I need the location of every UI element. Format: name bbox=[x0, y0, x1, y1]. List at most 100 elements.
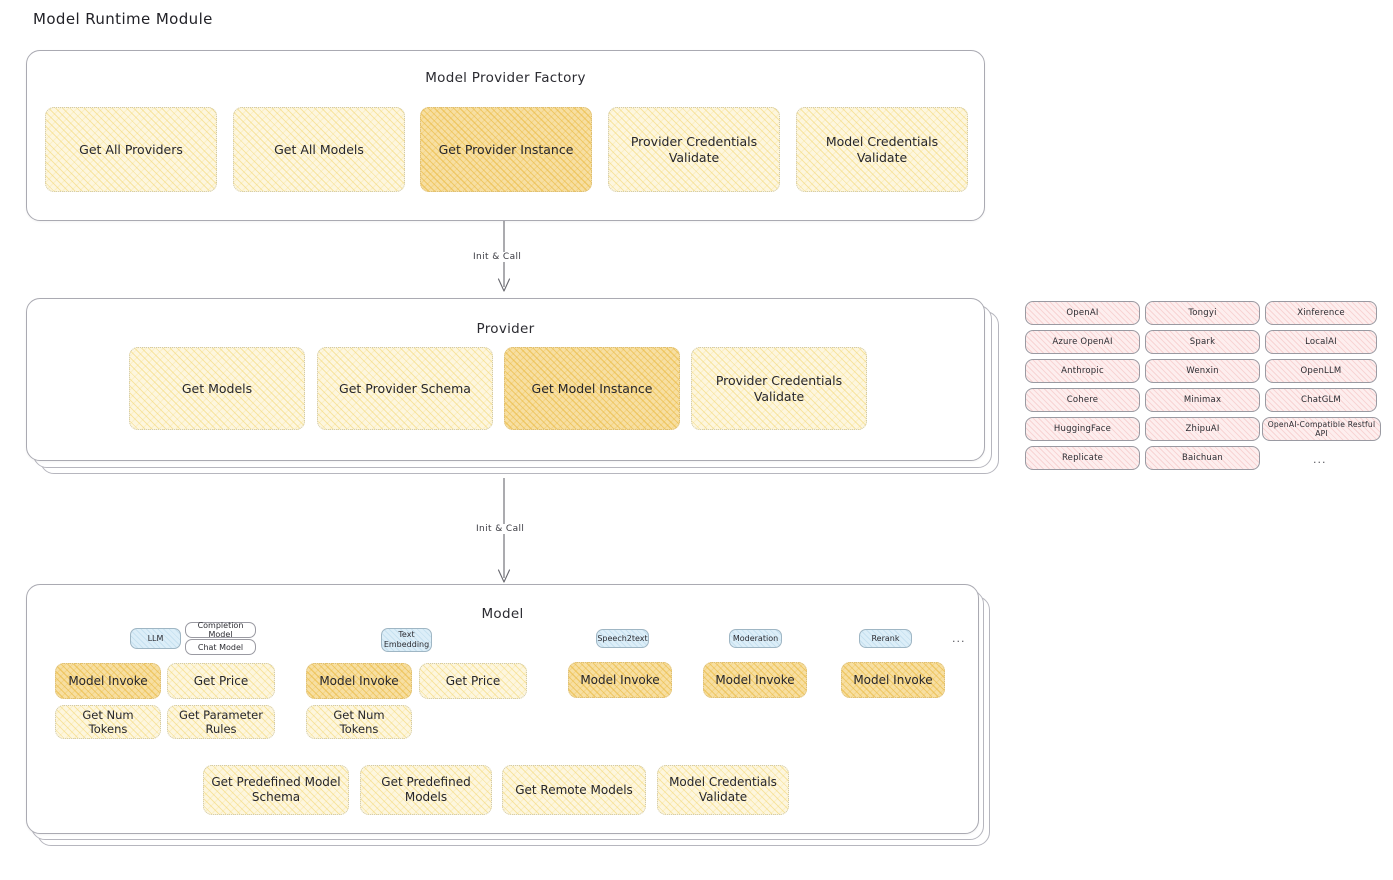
provider-chip-azure-openai[interactable]: Azure OpenAI bbox=[1025, 330, 1140, 354]
provider-chip-localai[interactable]: LocalAI bbox=[1265, 330, 1377, 354]
method-label: Get Predefined Models bbox=[381, 775, 471, 804]
provider-chip-label: ChatGLM bbox=[1301, 395, 1341, 405]
factory-box-label: Model Credentials Validate bbox=[825, 133, 939, 165]
provider-chip-label: HuggingFace bbox=[1053, 424, 1112, 434]
rerank-method-model-invoke[interactable]: Model Invoke bbox=[841, 662, 945, 698]
provider-box-label: Get Provider Schema bbox=[339, 380, 471, 396]
method-label: Model Invoke bbox=[853, 672, 933, 687]
provider-box-label: Provider Credentials Validate bbox=[715, 372, 843, 404]
provider-box-label: Get Model Instance bbox=[531, 380, 653, 396]
model-subtype-label: Chat Model bbox=[197, 642, 244, 652]
llm-method-get-price[interactable]: Get Price bbox=[167, 663, 275, 699]
model-title: Model bbox=[481, 606, 524, 622]
text-embedding-method-get-num-tokens[interactable]: Get Num Tokens bbox=[306, 705, 412, 739]
provider-chip-openai[interactable]: OpenAI bbox=[1025, 301, 1140, 325]
provider-chip-baichuan[interactable]: Baichuan bbox=[1145, 446, 1260, 470]
provider-chip-openllm[interactable]: OpenLLM bbox=[1265, 359, 1377, 383]
arrow-provider-to-model-label: Init & Call bbox=[473, 524, 528, 534]
provider-chip-label: Anthropic bbox=[1061, 366, 1104, 376]
provider-chip-zhipuai[interactable]: ZhipuAI bbox=[1145, 417, 1260, 441]
model-type-label: Text Embedding bbox=[383, 630, 430, 649]
provider-box-get-models[interactable]: Get Models bbox=[129, 347, 305, 430]
provider-chip-label: LocalAI bbox=[1305, 337, 1337, 347]
provider-chip-huggingface[interactable]: HuggingFace bbox=[1025, 417, 1140, 441]
factory-box-get-all-models[interactable]: Get All Models bbox=[233, 107, 405, 192]
factory-box-model-credentials-validate[interactable]: Model Credentials Validate bbox=[796, 107, 968, 192]
provider-chip-label: Wenxin bbox=[1186, 366, 1219, 376]
llm-method-get-parameter-rules[interactable]: Get Parameter Rules bbox=[167, 705, 275, 739]
method-label: Get Predefined Model Schema bbox=[211, 775, 341, 804]
model-type-chip-llm[interactable]: LLM bbox=[130, 628, 181, 649]
provider-list-more-ellipsis: ... bbox=[1313, 453, 1327, 466]
provider-box-label: Get Models bbox=[181, 380, 253, 396]
model-types-more-ellipsis: ... bbox=[952, 632, 966, 645]
page-title: Model Runtime Module bbox=[33, 10, 213, 28]
provider-chip-label: ZhipuAI bbox=[1185, 424, 1220, 434]
model-provider-factory-title: Model Provider Factory bbox=[425, 70, 586, 86]
method-label: Model Invoke bbox=[68, 673, 148, 688]
factory-box-get-provider-instance[interactable]: Get Provider Instance bbox=[420, 107, 592, 192]
model-type-label: LLM bbox=[147, 633, 164, 643]
model-type-chip-moderation[interactable]: Moderation bbox=[729, 629, 782, 648]
method-label: Model Credentials Validate bbox=[669, 775, 777, 804]
provider-chip-openai-compatible-restful-api[interactable]: OpenAI-Compatible Restful API bbox=[1262, 417, 1381, 441]
provider-chip-label: Tongyi bbox=[1188, 308, 1217, 318]
provider-chip-replicate[interactable]: Replicate bbox=[1025, 446, 1140, 470]
method-label: Model Invoke bbox=[580, 672, 660, 687]
method-label: Model Invoke bbox=[715, 672, 795, 687]
provider-chip-label: OpenAI-Compatible Restful API bbox=[1267, 420, 1376, 438]
provider-chip-label: Xinference bbox=[1297, 308, 1345, 318]
model-subtype-chip-completion-model[interactable]: Completion Model bbox=[185, 621, 256, 639]
llm-method-get-num-tokens[interactable]: Get Num Tokens bbox=[55, 705, 161, 739]
model-common-get-remote-models[interactable]: Get Remote Models bbox=[502, 765, 646, 815]
provider-chip-anthropic[interactable]: Anthropic bbox=[1025, 359, 1140, 383]
provider-title: Provider bbox=[476, 321, 535, 337]
method-label: Get Price bbox=[445, 673, 501, 688]
method-label: Get Remote Models bbox=[515, 782, 633, 797]
model-type-chip-rerank[interactable]: Rerank bbox=[859, 629, 912, 648]
provider-chip-label: Replicate bbox=[1061, 453, 1104, 463]
provider-chip-label: Azure OpenAI bbox=[1052, 337, 1113, 347]
llm-method-model-invoke[interactable]: Model Invoke bbox=[55, 663, 161, 699]
provider-chip-label: Minimax bbox=[1183, 395, 1222, 405]
model-subtype-chip-chat-model[interactable]: Chat Model bbox=[185, 639, 256, 655]
factory-box-label: Get All Models bbox=[274, 141, 364, 157]
arrow-factory-to-provider-label: Init & Call bbox=[470, 252, 525, 262]
text-embedding-method-model-invoke[interactable]: Model Invoke bbox=[306, 663, 412, 699]
model-common-get-predefined-models[interactable]: Get Predefined Models bbox=[360, 765, 492, 815]
model-common-get-predefined-model-schema[interactable]: Get Predefined Model Schema bbox=[203, 765, 349, 815]
provider-box-provider-credentials-validate[interactable]: Provider Credentials Validate bbox=[691, 347, 867, 430]
provider-chip-wenxin[interactable]: Wenxin bbox=[1145, 359, 1260, 383]
provider-chip-minimax[interactable]: Minimax bbox=[1145, 388, 1260, 412]
model-type-label: Speech2text bbox=[597, 633, 648, 643]
model-type-chip-text-embedding[interactable]: Text Embedding bbox=[381, 628, 432, 652]
provider-chip-tongyi[interactable]: Tongyi bbox=[1145, 301, 1260, 325]
model-common-model-credentials-validate[interactable]: Model Credentials Validate bbox=[657, 765, 789, 815]
provider-chip-label: Cohere bbox=[1066, 395, 1099, 405]
model-type-label: Moderation bbox=[732, 633, 779, 643]
text-embedding-method-get-price[interactable]: Get Price bbox=[419, 663, 527, 699]
provider-chip-chatglm[interactable]: ChatGLM bbox=[1265, 388, 1377, 412]
factory-box-label: Provider Credentials Validate bbox=[630, 133, 758, 165]
provider-chip-label: Spark bbox=[1189, 337, 1216, 347]
factory-box-label: Get All Providers bbox=[79, 141, 183, 157]
speech2text-method-model-invoke[interactable]: Model Invoke bbox=[568, 662, 672, 698]
model-subtype-label: Completion Model bbox=[197, 621, 244, 639]
moderation-method-model-invoke[interactable]: Model Invoke bbox=[703, 662, 807, 698]
provider-chip-cohere[interactable]: Cohere bbox=[1025, 388, 1140, 412]
factory-box-get-all-providers[interactable]: Get All Providers bbox=[45, 107, 217, 192]
factory-box-label: Get Provider Instance bbox=[438, 141, 574, 157]
method-label: Get Parameter Rules bbox=[179, 707, 263, 736]
factory-box-provider-credentials-validate[interactable]: Provider Credentials Validate bbox=[608, 107, 780, 192]
model-type-chip-speech2text[interactable]: Speech2text bbox=[596, 629, 649, 648]
method-label: Get Price bbox=[193, 673, 249, 688]
provider-box-get-provider-schema[interactable]: Get Provider Schema bbox=[317, 347, 493, 430]
provider-chip-label: OpenAI bbox=[1066, 308, 1099, 318]
provider-chip-xinference[interactable]: Xinference bbox=[1265, 301, 1377, 325]
method-label: Get Num Tokens bbox=[333, 707, 385, 736]
provider-box-get-model-instance[interactable]: Get Model Instance bbox=[504, 347, 680, 430]
provider-chip-spark[interactable]: Spark bbox=[1145, 330, 1260, 354]
provider-chip-label: Baichuan bbox=[1181, 453, 1224, 463]
method-label: Get Num Tokens bbox=[82, 707, 134, 736]
